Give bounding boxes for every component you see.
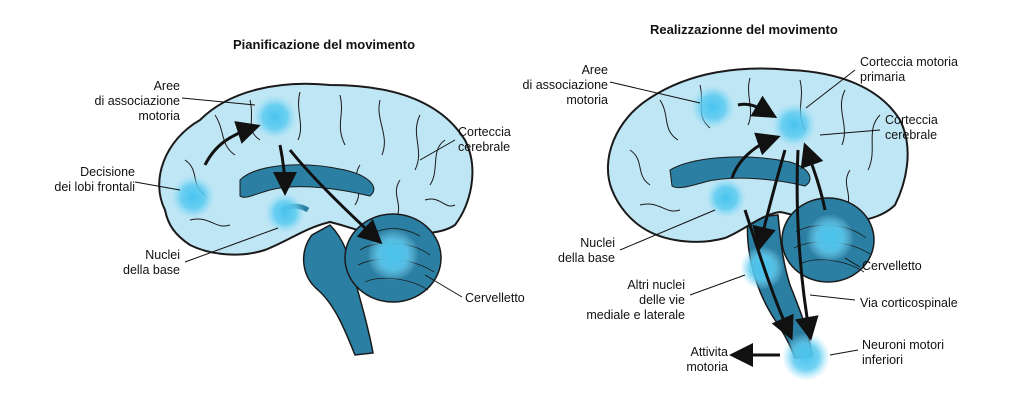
right-glow-neuroni [782, 333, 830, 381]
right-glow-cervelletto [806, 214, 854, 262]
left-glow-aree [253, 95, 297, 139]
right-label-neuroni: Neuroni motori inferiori [862, 338, 944, 368]
right-panel-title: Realizzazionne del movimento [650, 22, 838, 37]
right-glow-aree [691, 85, 735, 129]
right-label-via-corticospinale: Via corticospinale [860, 296, 958, 311]
right-label-corteccia: Corteccia cerebrale [885, 113, 938, 143]
right-brain [608, 68, 908, 381]
left-glow-nuclei [265, 193, 305, 233]
left-label-cervelletto: Cervelletto [465, 291, 525, 306]
left-glow-decisione [171, 175, 215, 219]
left-label-corteccia: Corteccia cerebrale [458, 125, 511, 155]
right-glow-corteccia-motoria [772, 103, 816, 147]
right-label-nuclei: Nuclei della base [545, 236, 615, 266]
right-label-corteccia-motoria: Corteccia motoria primaria [860, 55, 958, 85]
right-label-altri-nuclei: Altri nuclei delle vie mediale e lateral… [560, 278, 685, 323]
left-panel-title: Pianificazione del movimento [233, 37, 415, 52]
right-glow-nuclei [706, 178, 746, 218]
right-glow-altri-nuclei [740, 246, 784, 290]
right-label-attivita: Attivita motoria [660, 345, 728, 375]
left-label-nuclei: Nuclei della base [110, 248, 180, 278]
right-label-aree: Aree di associazione motoria [505, 63, 608, 108]
left-brain [135, 84, 472, 355]
right-label-cervelletto: Cervelletto [862, 259, 922, 274]
left-label-decisione: Decisione dei lobi frontali [30, 165, 135, 195]
left-label-aree: Aree di associazione motoria [80, 79, 180, 124]
